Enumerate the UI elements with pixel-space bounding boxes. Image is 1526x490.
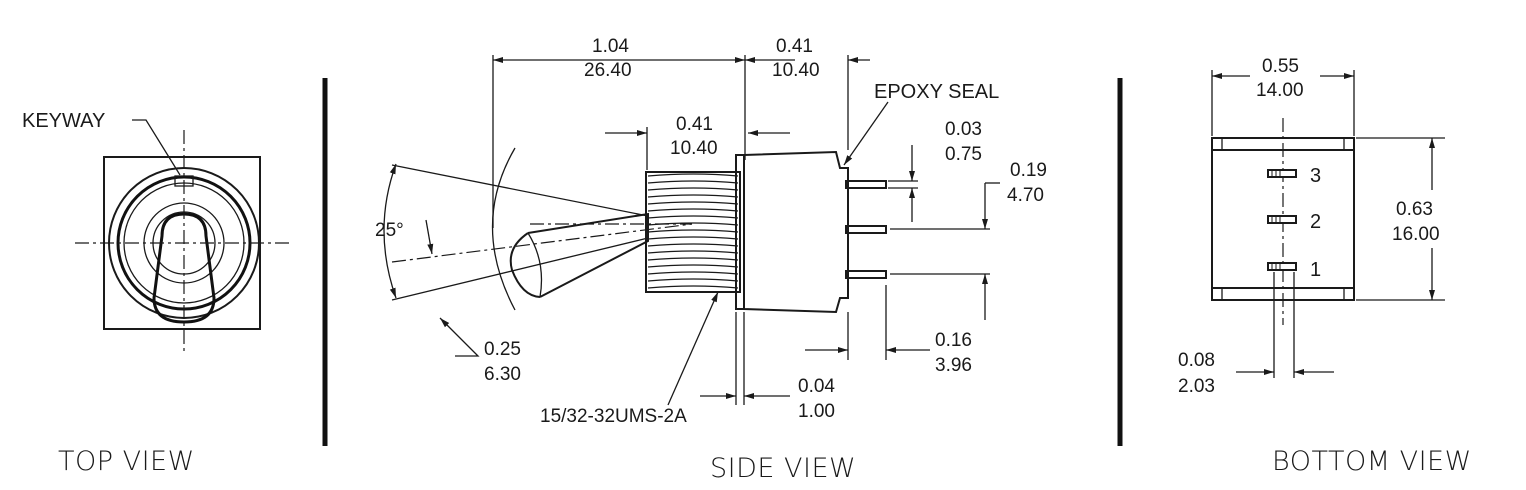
bottom-terminal-3 <box>1267 169 1297 178</box>
terminal-label-2: 2 <box>1310 211 1321 233</box>
side-view-title: SIDE VIEW <box>710 453 856 484</box>
keyway-label: KEYWAY <box>22 110 105 132</box>
thread-ridge <box>647 222 739 226</box>
dim-term-thk-mm: 0.75 <box>945 144 982 165</box>
dim-term-len-in: 0.16 <box>935 330 972 351</box>
dim-body-mm: 10.40 <box>772 60 820 81</box>
switch-body <box>743 150 849 314</box>
bottom-terminal-1 <box>1267 262 1297 271</box>
thread-ridge <box>647 257 739 261</box>
thread-label: 15/32-32UMS-2A <box>540 406 687 427</box>
dim-overall-mm: 26.40 <box>584 60 632 81</box>
top-view: KEYWAY <box>22 110 292 355</box>
side-view <box>383 55 1000 406</box>
thread-ridge <box>647 271 739 275</box>
dim-flange-mm: 1.00 <box>798 401 835 422</box>
dim-handle-dia-in: 0.25 <box>484 339 521 360</box>
terminal-3 <box>845 180 887 189</box>
dim-flange-in: 0.04 <box>798 376 835 397</box>
angle-label: 25° <box>375 220 404 241</box>
epoxy-seal-label: EPOXY SEAL <box>874 81 999 103</box>
thread-ridge <box>647 236 739 240</box>
dim-width-in: 0.55 <box>1262 56 1299 77</box>
dim-height-in: 0.63 <box>1396 199 1433 220</box>
terminal-2 <box>845 225 887 234</box>
bottom-terminal-2 <box>1267 215 1297 224</box>
thread-ridge <box>647 201 739 205</box>
thread-ridge <box>647 180 739 184</box>
bottom-view <box>1211 70 1445 378</box>
dim-term-pitch-in: 0.19 <box>1010 160 1047 181</box>
swing-arc <box>491 147 516 311</box>
dim-term-pitch-mm: 4.70 <box>1007 185 1044 206</box>
terminal-label-1: 1 <box>1310 259 1321 281</box>
thread-ridge <box>647 285 739 289</box>
dim-overall-in: 1.04 <box>592 36 629 57</box>
thread-ridge <box>647 194 739 198</box>
dim-bushing-in: 0.41 <box>676 114 713 135</box>
dim-term-w-in: 0.08 <box>1178 350 1215 371</box>
dim-handle-dia-mm: 6.30 <box>484 364 521 385</box>
handle-tip <box>509 232 541 298</box>
thread-ridge <box>647 250 739 254</box>
thread-ridge <box>647 173 739 177</box>
bottom-view-title: BOTTOM VIEW <box>1272 446 1472 477</box>
thread-ridge <box>647 243 739 247</box>
dim-term-thk-in: 0.03 <box>945 119 982 140</box>
keyway-leader <box>132 119 181 176</box>
dim-term-len-mm: 3.96 <box>935 355 972 376</box>
thread-ridge <box>647 208 739 212</box>
thread-ridge <box>647 187 739 191</box>
threaded-bushing <box>645 171 741 293</box>
dim-width-mm: 14.00 <box>1256 80 1304 101</box>
thread-ridge <box>647 278 739 282</box>
dim-height-mm: 16.00 <box>1392 224 1440 245</box>
dim-term-w-mm: 2.03 <box>1178 376 1215 397</box>
thread-ridge <box>647 229 739 233</box>
dim-body-in: 0.41 <box>776 36 813 57</box>
thread-ridge <box>647 215 739 219</box>
toggle-handle <box>152 212 216 324</box>
top-view-title: TOP VIEW <box>58 446 195 477</box>
dim-bushing-mm: 10.40 <box>670 138 718 159</box>
thread-ridge <box>647 264 739 268</box>
terminal-1 <box>845 270 887 279</box>
terminal-label-3: 3 <box>1310 165 1321 187</box>
